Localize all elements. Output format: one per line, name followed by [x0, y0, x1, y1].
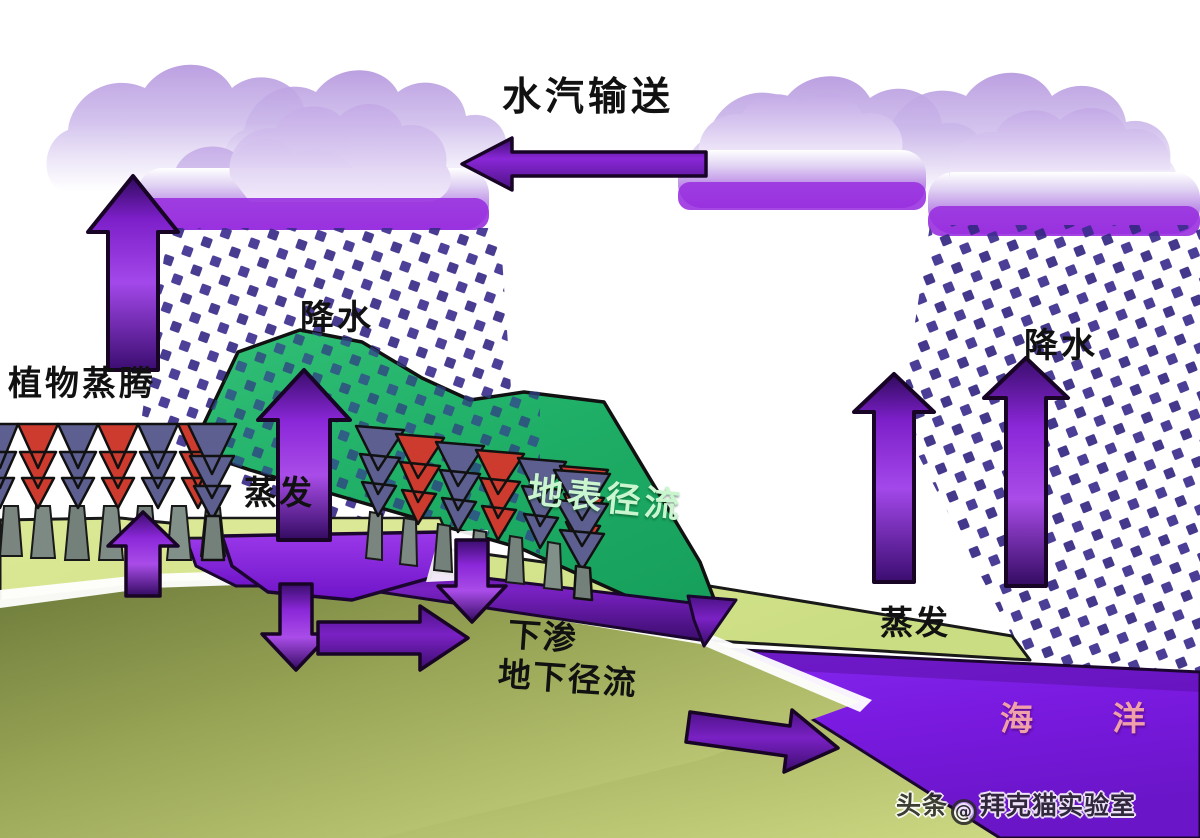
vapor-transport-arrow — [460, 136, 708, 192]
soil-uplift-arrow — [106, 510, 180, 598]
plant-transpiration-arrow — [86, 174, 180, 372]
cloud-front-right-a-top — [698, 93, 903, 158]
groundwater-arrow-lower — [684, 708, 840, 774]
surface-runoff-arrowhead — [686, 594, 738, 648]
cloud-group-left — [46, 64, 513, 230]
groundwater-arrow-upper — [316, 604, 470, 672]
cloud-group-right — [678, 72, 1200, 236]
infiltration-arrow-left — [260, 582, 332, 672]
terrain-foreground-slope — [0, 576, 860, 838]
cloud-front-left-lobe — [229, 103, 451, 202]
evaporation-ocean-arrow-1 — [852, 372, 936, 584]
cloud-front-right-b-top — [949, 107, 1171, 180]
evaporation-ocean-arrow-2 — [982, 356, 1070, 588]
cloud-front-left-base — [137, 198, 489, 230]
infiltration-arrow-middle — [436, 538, 508, 624]
evaporation-land-arrow — [256, 368, 352, 542]
ocean-outline — [694, 646, 1200, 838]
ocean-surface-line — [700, 648, 1200, 692]
cloud-front-right-a-base — [678, 182, 926, 210]
